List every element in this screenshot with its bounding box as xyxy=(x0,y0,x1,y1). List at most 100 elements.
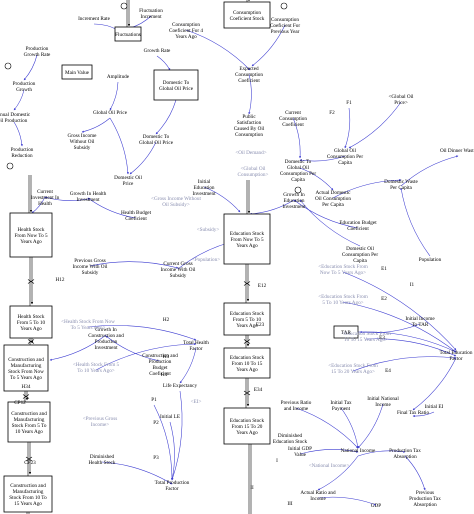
connector-arrow xyxy=(357,331,457,353)
flow-valve xyxy=(22,394,30,399)
flow-valve xyxy=(243,390,251,396)
connector-arrow xyxy=(357,403,384,449)
connector-arrow xyxy=(412,411,435,418)
variable-label: Initial EI xyxy=(425,404,444,410)
connector-arrow xyxy=(13,121,23,147)
cloud-source-icon xyxy=(6,162,14,170)
connector-arrow xyxy=(155,99,177,135)
connector-arrow xyxy=(87,197,137,219)
connector-arrow xyxy=(49,334,107,361)
shadow-variable-label: <Population> xyxy=(192,257,220,263)
stock-box xyxy=(3,344,49,392)
flow-label: II xyxy=(250,485,254,491)
flow-label: H2 xyxy=(163,317,170,323)
stock-box xyxy=(9,212,53,258)
flow-label: H3 xyxy=(163,354,170,360)
connector-arrow xyxy=(295,407,359,449)
connector-arrow xyxy=(412,357,457,411)
flow-valve xyxy=(243,339,251,344)
shadow-variable-label: <Oil Demand> xyxy=(235,150,266,156)
stock-label: TAR xyxy=(341,330,351,336)
stock-box xyxy=(61,64,93,80)
connector-arrow xyxy=(13,89,25,111)
variable-label: Increment Rate xyxy=(78,16,111,22)
connector-arrow xyxy=(400,155,459,187)
flow-valve xyxy=(27,279,35,284)
connector-arrow xyxy=(203,186,241,213)
flow-label: I xyxy=(276,458,278,464)
connector-arrow xyxy=(340,407,359,449)
connector-arrow xyxy=(248,73,252,115)
cloud-source-icon xyxy=(4,62,12,70)
shadow-variable-label: <National Income> xyxy=(309,463,350,469)
variable-label: Global Oil Price xyxy=(93,110,128,116)
flow-label: E4 xyxy=(385,368,391,374)
connector-arrow xyxy=(344,107,351,149)
connector-arrow xyxy=(400,187,431,257)
flow-label: E23 xyxy=(256,322,265,328)
connector-arrow xyxy=(171,390,183,481)
flow-label: F2 xyxy=(329,110,335,116)
connector-arrow xyxy=(293,199,359,229)
flow-label: CP12 xyxy=(14,400,26,406)
stock-box xyxy=(223,1,271,29)
flow-label: E1 xyxy=(381,266,387,272)
connector-arrow xyxy=(342,271,457,351)
variable-label: F1 xyxy=(346,100,352,106)
flow-label: E2 xyxy=(381,296,387,302)
connector-arrow xyxy=(359,323,421,334)
connector-arrow xyxy=(95,342,197,371)
connector-arrow xyxy=(299,199,361,247)
connector-arrow xyxy=(342,301,457,353)
stock-box xyxy=(333,325,359,339)
connector-arrow xyxy=(299,449,359,455)
connector-arrow xyxy=(365,338,457,357)
flow-label: P1 xyxy=(151,397,157,403)
stock-box xyxy=(223,347,271,379)
connector-arrow xyxy=(348,101,402,149)
connector-arrow xyxy=(251,24,286,67)
flow-label: H12 xyxy=(56,277,65,283)
cloud-source-icon xyxy=(120,2,128,10)
stock-box xyxy=(9,305,53,339)
stock-label: Fluctuations xyxy=(115,32,141,38)
connector-arrow xyxy=(109,81,119,111)
flow-label: P2 xyxy=(153,420,159,426)
flow-label: CP23 xyxy=(24,460,36,466)
